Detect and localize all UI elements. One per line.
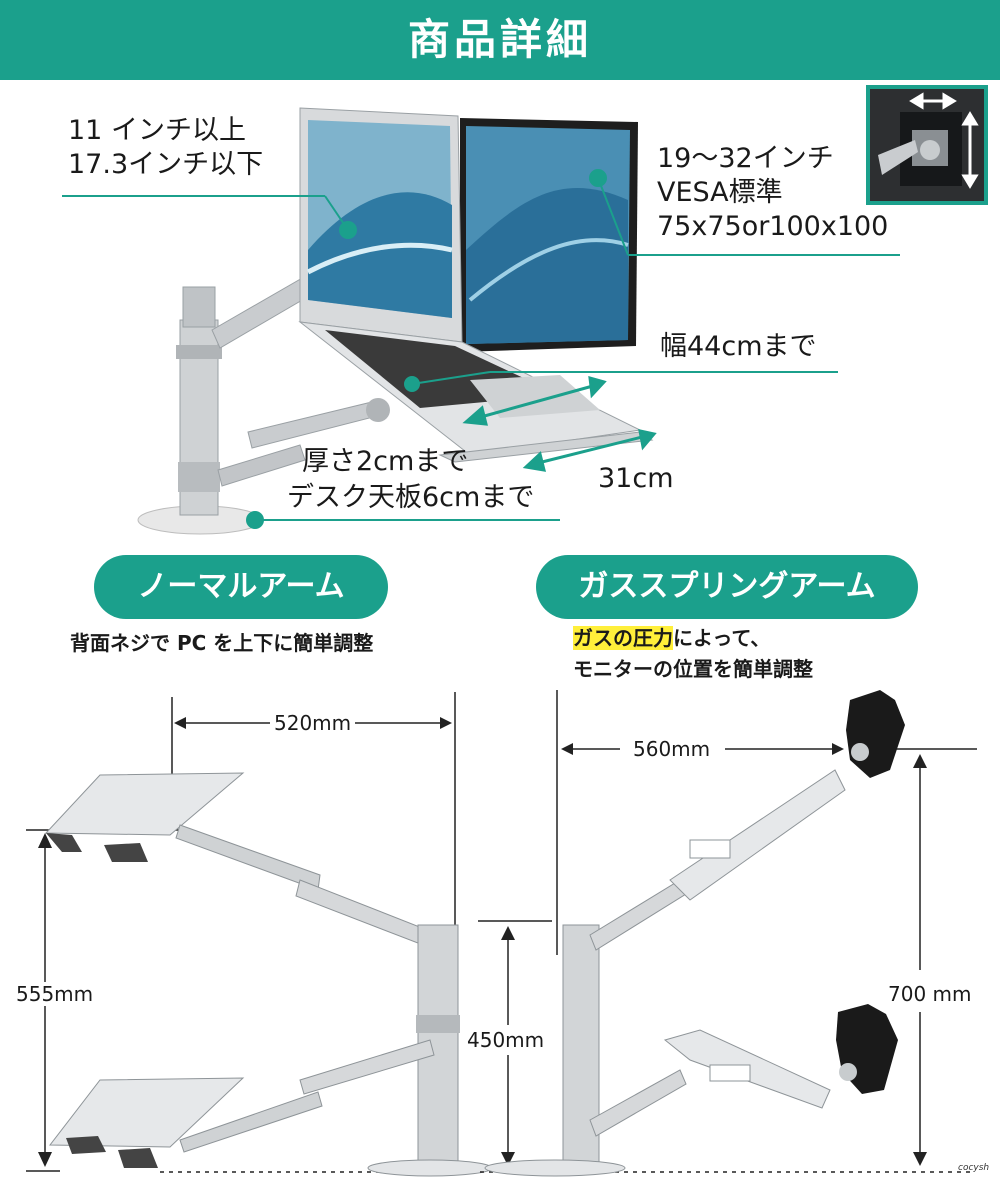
gas-height-dim: 700 mm (888, 982, 972, 1006)
gas-arm-desc-line1: ガスの圧力によって、 (573, 625, 770, 651)
normal-width-dim: 520mm (270, 711, 356, 735)
normal-height-dim: 555mm (16, 982, 94, 1006)
gas-width-dim: 560mm (629, 737, 715, 761)
normal-arm-pill: ノーマルアーム (94, 555, 388, 619)
page-title: 商品詳細 (407, 15, 592, 64)
gas-arm-desc-line2: モニターの位置を簡単調整 (573, 657, 813, 681)
clamp-thickness-label: 厚さ2cmまで (302, 446, 469, 477)
monitor-vesa-line2: VESA標準 (657, 177, 783, 208)
tray-depth-label: 31cm (598, 463, 674, 494)
desk-thickness-label: デスク天板6cmまで (287, 482, 535, 513)
monitor-size-line1: 19～32インチ (657, 143, 834, 174)
pole-height-dim: 450mm (467, 1028, 545, 1052)
laptop-size-line1: 11 インチ以上 (68, 115, 246, 146)
tray-width-label: 幅44cmまで (660, 331, 817, 362)
monitor-vesa-line3: 75x75or100x100 (657, 211, 889, 242)
gas-arm-desc-rest: によって、 (673, 626, 771, 650)
normal-arm-desc: 背面ネジで PC を上下に簡単調整 (70, 631, 374, 655)
gas-arm-highlight: ガスの圧力 (573, 626, 673, 650)
laptop-size-line2: 17.3インチ以下 (68, 149, 264, 180)
gas-arm-pill: ガススプリングアーム (536, 555, 918, 619)
watermark: cocysh (958, 1163, 990, 1173)
header-banner (0, 0, 1000, 80)
